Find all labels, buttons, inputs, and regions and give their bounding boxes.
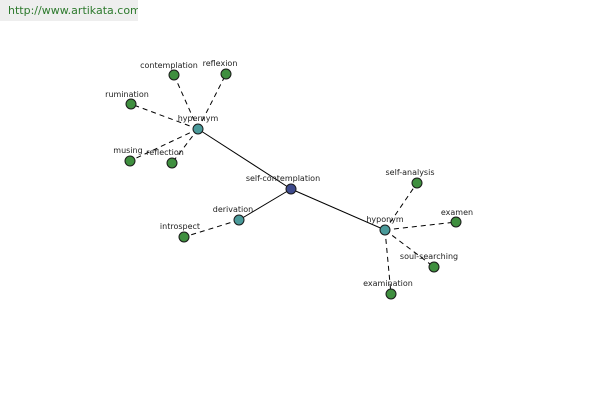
term-label-soul-searching[interactable]: soul-searching <box>400 252 458 261</box>
center-label-self-contemplation[interactable]: self-contemplation <box>246 174 320 183</box>
term-node-examination[interactable] <box>385 288 397 300</box>
edge-hypernym-to-reflexion <box>197 73 227 130</box>
relation-label-hyponym[interactable]: hyponym <box>366 215 404 224</box>
term-label-examen[interactable]: examen <box>441 208 473 217</box>
edge-hypernym-to-reflection <box>171 128 199 164</box>
term-node-musing[interactable] <box>124 155 136 167</box>
term-label-examination[interactable]: examination <box>363 279 413 288</box>
term-label-rumination[interactable]: rumination <box>105 90 149 99</box>
edge-hypernym-to-contemplation <box>173 74 199 130</box>
edge-center-to-derivation <box>238 188 292 221</box>
relation-node-hypernym[interactable] <box>192 123 204 135</box>
term-label-reflection[interactable]: reflection <box>146 148 184 157</box>
edge-hyponym-to-soul-searching <box>384 229 435 268</box>
term-label-musing[interactable]: musing <box>113 146 142 155</box>
edge-center-to-hyponym <box>290 188 386 231</box>
term-node-introspect[interactable] <box>178 231 190 243</box>
relation-node-hyponym[interactable] <box>379 224 391 236</box>
term-node-examen[interactable] <box>450 216 462 228</box>
term-label-self-analysis[interactable]: self-analysis <box>386 168 435 177</box>
term-label-reflexion[interactable]: reflexion <box>203 59 238 68</box>
term-node-soul-searching[interactable] <box>428 261 440 273</box>
term-node-self-analysis[interactable] <box>411 177 423 189</box>
edge-derivation-to-introspect <box>183 219 240 238</box>
edge-hypernym-to-rumination <box>130 103 199 130</box>
term-node-rumination[interactable] <box>125 98 137 110</box>
center-node-self-contemplation[interactable] <box>285 183 297 195</box>
term-node-reflexion[interactable] <box>220 68 232 80</box>
term-label-introspect[interactable]: introspect <box>160 222 200 231</box>
relation-label-derivation[interactable]: derivation <box>213 205 253 214</box>
edge-center-to-hypernym <box>197 128 292 190</box>
term-node-reflection[interactable] <box>166 157 178 169</box>
edge-hyponym-to-examen <box>384 221 457 231</box>
edge-hyponym-to-self-analysis <box>384 182 418 231</box>
term-label-contemplation[interactable]: contemplation <box>140 61 198 70</box>
edge-hypernym-to-musing <box>129 128 199 162</box>
site-url-link[interactable]: http://www.artikata.com <box>0 0 138 21</box>
relation-label-hypernym[interactable]: hypernym <box>178 114 219 123</box>
edge-hyponym-to-examination <box>384 229 392 295</box>
term-node-contemplation[interactable] <box>168 69 180 81</box>
relation-node-derivation[interactable] <box>233 214 245 226</box>
